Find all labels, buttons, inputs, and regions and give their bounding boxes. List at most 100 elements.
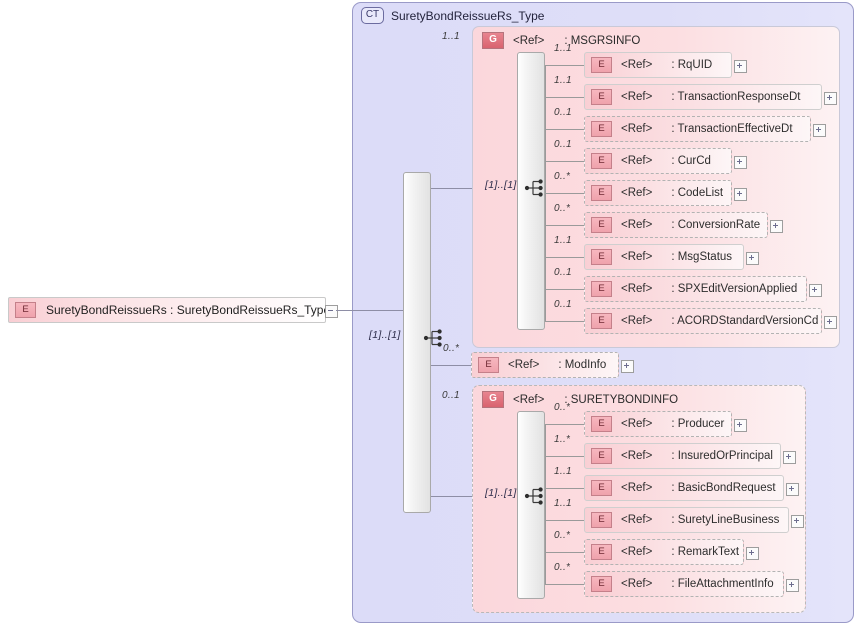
element-expander[interactable]: [734, 60, 747, 73]
complextype-header: CT SuretyBondReissueRs_Type: [361, 7, 544, 24]
element-cardinality-text: 0..*: [554, 530, 571, 541]
element-box[interactable]: E<Ref>: RemarkText: [584, 539, 744, 565]
element-name-label: : MsgStatus: [671, 251, 733, 263]
group-sequence-icon: [524, 485, 546, 507]
group-header: G<Ref>: SURETYBONDINFO: [482, 391, 678, 408]
connector-line: [545, 488, 584, 489]
element-expander[interactable]: [621, 360, 634, 373]
group-inner-occurs-text: [1]..[1]: [485, 179, 517, 191]
element-badge-label: E: [591, 480, 612, 496]
element-name-label: : ACORDStandardVersionCd: [671, 315, 819, 327]
element-expander[interactable]: [824, 316, 837, 329]
element-name-label: : InsuredOrPrincipal: [671, 450, 773, 462]
connector-line: [545, 65, 546, 321]
element-name-label: : RqUID: [671, 59, 713, 71]
group-header: G<Ref>: MSGRSINFO: [482, 32, 640, 49]
element-name-label: : ModInfo: [558, 359, 607, 371]
connector-line: [545, 193, 584, 194]
connector-line: [545, 520, 584, 521]
element-box[interactable]: E<Ref>: FileAttachmentInfo: [584, 571, 784, 597]
element-expander[interactable]: [746, 547, 759, 560]
connector-line: [431, 365, 471, 366]
element-cardinality-text: 1..1: [554, 498, 572, 509]
element-box[interactable]: E <Ref> : InsuredOrPrincipal: [584, 443, 781, 469]
connector-line: [545, 289, 584, 290]
element-badge-label: E: [591, 313, 612, 329]
element-badge-label: E: [591, 512, 612, 528]
connector-line: [336, 310, 403, 311]
element-ref-label: <Ref>: [621, 155, 653, 167]
element-ref-label: <Ref>: [621, 514, 653, 526]
element-badge-label: E: [591, 153, 612, 169]
element-ref-label: <Ref>: [621, 91, 653, 103]
element-box[interactable]: E<Ref>: Producer: [584, 411, 732, 437]
element-badge-label: E: [591, 89, 612, 105]
element-name-label: : CodeList: [671, 187, 724, 199]
element-ref-label: <Ref>: [621, 482, 653, 494]
outer-occurs-label-text: [1]..[1]: [369, 329, 401, 341]
element-box[interactable]: E<Ref>: MsgStatus: [584, 244, 744, 270]
element-badge-label: E: [591, 448, 612, 464]
root-element-expander[interactable]: [325, 305, 338, 318]
element-name-label: : FileAttachmentInfo: [671, 578, 774, 590]
element-name-label: : CurCd: [671, 155, 711, 167]
group-ref-label: <Ref>: [513, 34, 545, 47]
element-name-label: : SPXEditVersionApplied: [671, 283, 798, 295]
element-ref-label: <Ref>: [621, 450, 653, 462]
element-box[interactable]: E<Ref>: CodeList: [584, 180, 732, 206]
group-badge-label: G: [482, 391, 504, 408]
connector-line: [545, 424, 546, 584]
complextype-badge-label: CT: [361, 7, 384, 24]
root-element-badge-label: E: [15, 302, 36, 318]
element-box[interactable]: E <Ref> : SPXEditVersionApplied: [584, 276, 807, 302]
element-ref-label: <Ref>: [621, 283, 653, 295]
element-expander[interactable]: [746, 252, 759, 265]
element-box[interactable]: E <Ref> : SuretyLineBusiness: [584, 507, 789, 533]
element-expander[interactable]: [813, 124, 826, 137]
connector-line: [431, 496, 472, 497]
connector-line: [545, 225, 584, 226]
element-name-label: : BasicBondRequest: [671, 482, 776, 494]
element-box[interactable]: E <Ref> : BasicBondRequest: [584, 475, 784, 501]
element-expander[interactable]: [786, 483, 799, 496]
group-ref-label: <Ref>: [513, 393, 545, 406]
element-expander[interactable]: [734, 156, 747, 169]
element-box[interactable]: E<Ref>: ACORDStandardVersionCd: [584, 308, 822, 334]
element-name-label: : SuretyLineBusiness: [671, 514, 780, 526]
element-expander[interactable]: [734, 188, 747, 201]
element-badge-label: E: [591, 416, 612, 432]
element-expander[interactable]: [770, 220, 783, 233]
element-badge-label: E: [591, 217, 612, 233]
outer-model-group-bar: [403, 172, 431, 513]
element-ref-label: <Ref>: [621, 251, 653, 263]
element-expander[interactable]: [809, 284, 822, 297]
connector-line: [545, 161, 584, 162]
element-box[interactable]: E<Ref>: ModInfo: [471, 352, 619, 378]
element-ref-label: <Ref>: [621, 578, 653, 590]
element-expander[interactable]: [791, 515, 804, 528]
group-cardinality-text: 0..1: [442, 390, 460, 401]
element-badge-label: E: [591, 281, 612, 297]
element-ref-label: <Ref>: [621, 123, 653, 135]
element-expander[interactable]: [824, 92, 837, 105]
element-expander[interactable]: [734, 419, 747, 432]
group-inner-occurs-text: [1]..[1]: [485, 487, 517, 499]
element-expander[interactable]: [786, 579, 799, 592]
element-box[interactable]: E<Ref>: RqUID: [584, 52, 732, 78]
element-expander[interactable]: [783, 451, 796, 464]
complextype-title: SuretyBondReissueRs_Type: [391, 8, 545, 23]
element-ref-label: <Ref>: [621, 187, 653, 199]
element-ref-label: <Ref>: [508, 359, 540, 371]
element-badge-label: E: [591, 121, 612, 137]
element-box[interactable]: E<Ref>: TransactionEffectiveDt: [584, 116, 811, 142]
connector-line: [545, 552, 584, 553]
element-box[interactable]: E<Ref>: TransactionResponseDt: [584, 84, 822, 110]
element-badge-label: E: [591, 57, 612, 73]
element-name-label: : RemarkText: [671, 546, 740, 558]
connector-line: [431, 188, 472, 189]
connector-line: [545, 257, 584, 258]
element-box[interactable]: E<Ref>: ConversionRate: [584, 212, 768, 238]
element-box[interactable]: E <Ref> : CurCd: [584, 148, 732, 174]
